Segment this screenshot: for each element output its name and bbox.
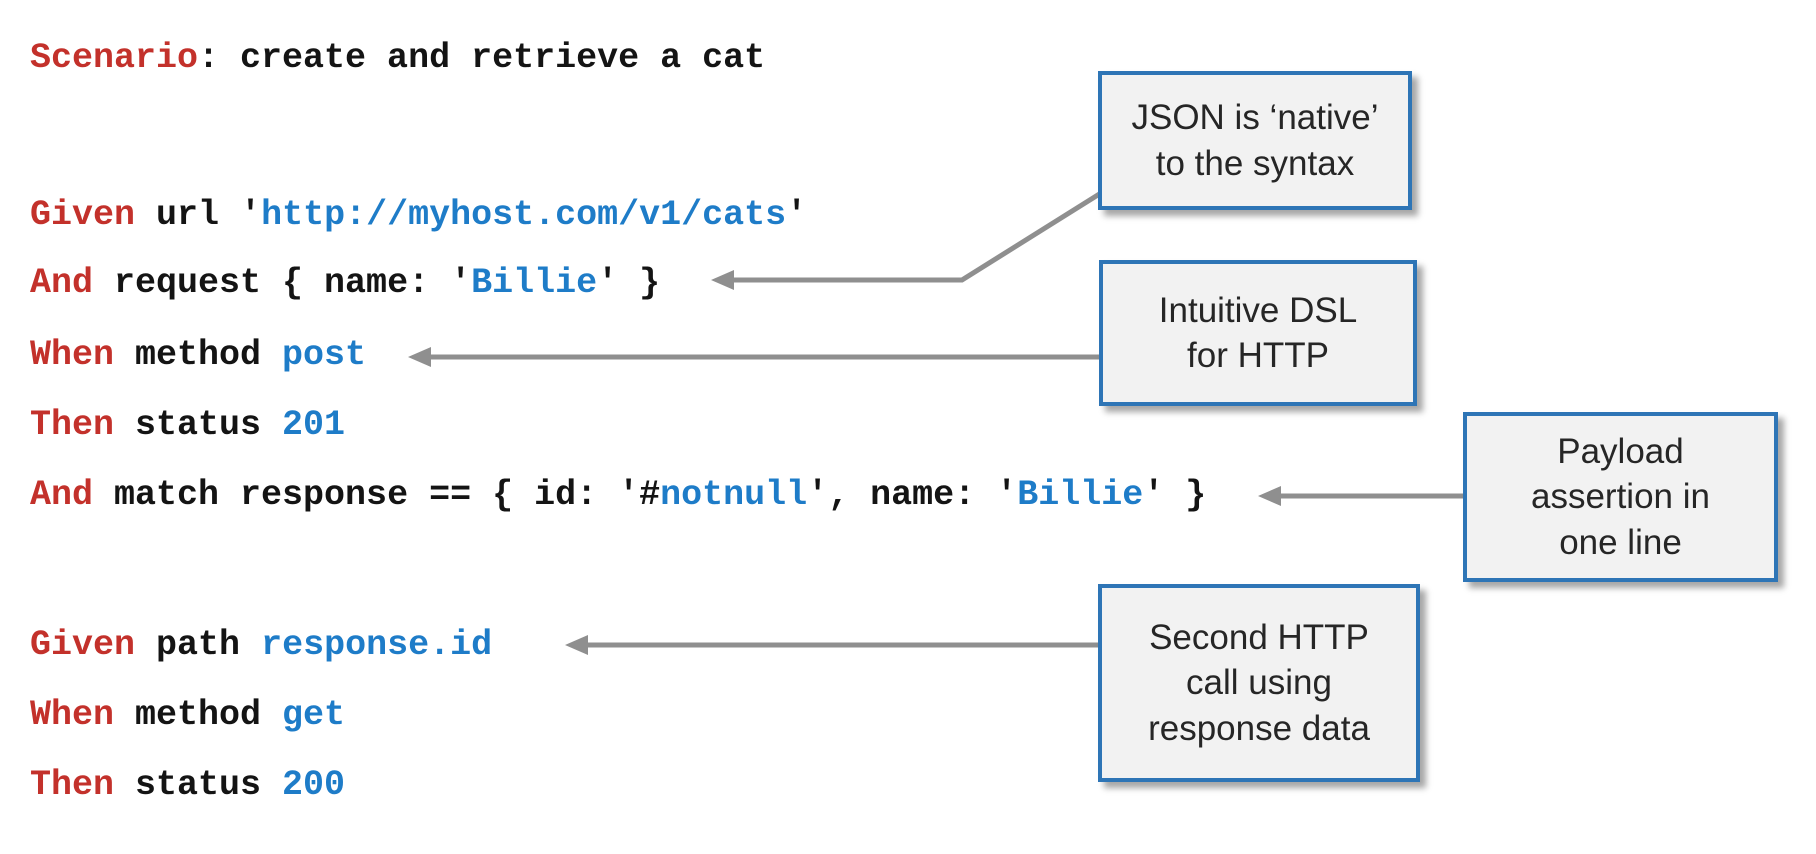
callout-intuitive-dsl-text: Intuitive DSL for HTTP: [1158, 290, 1358, 376]
code-token-plain: request { name: ': [93, 263, 472, 303]
callout-intuitive-dsl: Intuitive DSL for HTTP: [1099, 260, 1417, 406]
callout-second-http-call-text: Second HTTP call using response data: [1148, 617, 1370, 748]
code-token-val: notnull: [660, 475, 808, 515]
code-token-plain: ', name: ': [807, 475, 1018, 515]
code-token-kw: Then: [30, 405, 115, 445]
code-token-plain: match response == { id: '#: [93, 475, 661, 515]
code-token-plain: status: [114, 405, 283, 445]
code-token-kw: Given: [30, 195, 136, 235]
code-line-scenario: Scenario: create and retrieve a cat: [30, 36, 765, 80]
code-token-kw: When: [30, 335, 115, 375]
callout-second-http-call: Second HTTP call using response data: [1098, 584, 1420, 782]
code-line-and-request: And request { name: 'Billie' }: [30, 261, 660, 305]
code-token-plain: ': [786, 195, 808, 235]
arrow-payload-assertion: [1258, 486, 1465, 506]
code-token-val: response.id: [261, 625, 493, 665]
code-token-plain: path: [135, 625, 262, 665]
callout-json-native: JSON is ‘native’ to the syntax: [1098, 71, 1412, 210]
code-token-plain: status: [114, 765, 283, 805]
arrow-intuitive-dsl: [408, 347, 1099, 367]
code-token-val: get: [282, 695, 346, 735]
code-token-val: post: [282, 335, 367, 375]
callout-payload-assertion-text: Payload assertion in one line: [1531, 431, 1710, 562]
code-token-kw: Given: [30, 625, 136, 665]
code-line-then-status-200: Then status 200: [30, 763, 345, 807]
code-token-plain: method: [114, 695, 283, 735]
code-token-plain: url ': [135, 195, 262, 235]
callout-json-native-text: JSON is ‘native’ to the syntax: [1131, 98, 1379, 183]
callout-payload-assertion: Payload assertion in one line: [1463, 412, 1778, 582]
code-line-given-path: Given path response.id: [30, 623, 492, 667]
code-token-val: http://myhost.com/v1/cats: [261, 195, 787, 235]
code-line-and-match: And match response == { id: '#notnull', …: [30, 473, 1206, 517]
code-token-kw: And: [30, 475, 94, 515]
code-token-kw: Scenario: [30, 38, 199, 78]
code-token-val: 200: [282, 765, 346, 805]
code-token-val: Billie: [1017, 475, 1144, 515]
code-line-given-url: Given url 'http://myhost.com/v1/cats': [30, 193, 807, 237]
code-token-plain: method: [114, 335, 283, 375]
code-token-kw: When: [30, 695, 115, 735]
code-line-when-method-post: When method post: [30, 333, 366, 377]
code-token-kw: Then: [30, 765, 115, 805]
code-token-plain: ' }: [1143, 475, 1207, 515]
code-token-kw: And: [30, 263, 94, 303]
code-line-then-status-201: Then status 201: [30, 403, 345, 447]
code-token-plain: ' }: [597, 263, 661, 303]
code-token-plain: : create and retrieve a cat: [198, 38, 766, 78]
code-token-val: 201: [282, 405, 346, 445]
code-line-when-method-get: When method get: [30, 693, 345, 737]
arrow-second-http-call: [565, 635, 1100, 655]
code-token-val: Billie: [471, 263, 598, 303]
